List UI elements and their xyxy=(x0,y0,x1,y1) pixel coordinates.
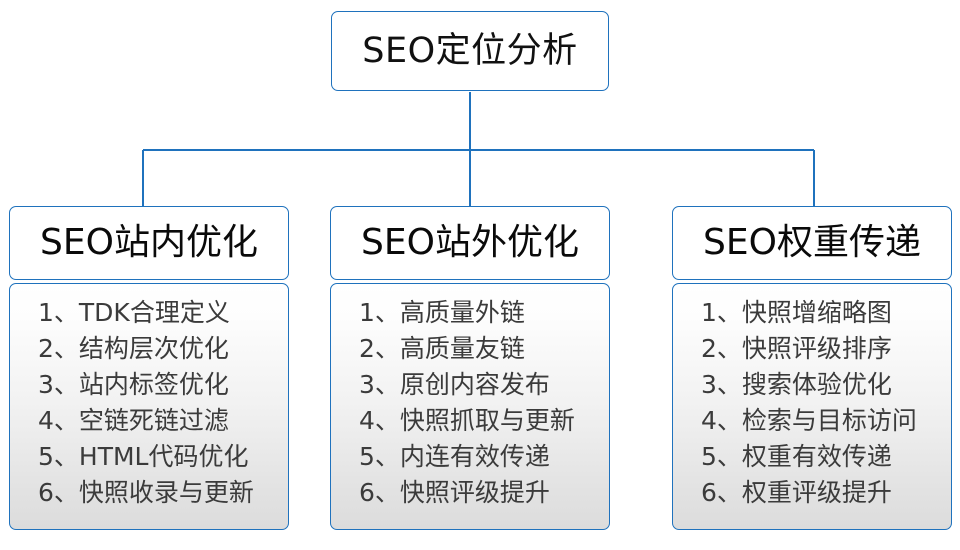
branch-header-on-site[interactable]: SEO站内优化 xyxy=(9,206,289,280)
branch-column-on-site: SEO站内优化 1、TDK合理定义 2、结构层次优化 3、站内标签优化 4、空链… xyxy=(9,206,289,530)
root-node[interactable]: SEO定位分析 xyxy=(331,11,609,91)
list-item-index: 4、 xyxy=(359,406,400,435)
branch-header-weight-transfer[interactable]: SEO权重传递 xyxy=(672,206,952,280)
list-item-text: TDK合理定义 xyxy=(78,298,230,327)
branch-column-off-site: SEO站外优化 1、高质量外链 2、高质量友链 3、原创内容发布 4、快照抓取与… xyxy=(330,206,610,530)
list-item: 6、快照收录与更新 xyxy=(38,475,254,511)
list-item-index: 4、 xyxy=(38,406,79,435)
list-item: 2、高质量友链 xyxy=(359,331,575,367)
list-item-text: HTML代码优化 xyxy=(78,442,249,471)
list-item-index: 2、 xyxy=(359,334,400,363)
branch-list-weight-transfer: 1、快照增缩略图 2、快照评级排序 3、搜索体验优化 4、检索与目标访问 5、权… xyxy=(672,283,952,530)
branch-list-on-site: 1、TDK合理定义 2、结构层次优化 3、站内标签优化 4、空链死链过滤 5、H… xyxy=(9,283,289,530)
list-item-index: 3、 xyxy=(38,370,79,399)
list-item: 3、站内标签优化 xyxy=(38,367,254,403)
list-item: 3、搜索体验优化 xyxy=(701,367,917,403)
list-item: 4、快照抓取与更新 xyxy=(359,403,575,439)
list-item: 2、快照评级排序 xyxy=(701,331,917,367)
branch-header-label: SEO站外优化 xyxy=(361,222,579,263)
list-item-index: 6、 xyxy=(359,478,400,507)
branch-header-off-site[interactable]: SEO站外优化 xyxy=(330,206,610,280)
list-item: 5、HTML代码优化 xyxy=(38,439,254,475)
list-item-text: 快照评级排序 xyxy=(741,334,892,363)
list-item-text: 搜索体验优化 xyxy=(741,370,892,399)
list-item: 6、权重评级提升 xyxy=(701,475,917,511)
list-item: 2、结构层次优化 xyxy=(38,331,254,367)
list-item: 6、快照评级提升 xyxy=(359,475,575,511)
list-item-index: 1、 xyxy=(359,298,400,327)
list-item-text: 空链死链过滤 xyxy=(78,406,229,435)
root-node-label: SEO定位分析 xyxy=(362,30,578,71)
list-item-text: 内连有效传递 xyxy=(399,442,550,471)
list-item-index: 2、 xyxy=(701,334,742,363)
list-item-index: 2、 xyxy=(38,334,79,363)
list-item-index: 6、 xyxy=(701,478,742,507)
list-item: 1、快照增缩略图 xyxy=(701,295,917,331)
list-item-index: 1、 xyxy=(701,298,742,327)
list-item-text: 快照抓取与更新 xyxy=(399,406,575,435)
list-item-text: 权重有效传递 xyxy=(741,442,892,471)
list-item: 4、空链死链过滤 xyxy=(38,403,254,439)
list-item: 5、权重有效传递 xyxy=(701,439,917,475)
list-item-index: 3、 xyxy=(359,370,400,399)
list-item-text: 结构层次优化 xyxy=(78,334,229,363)
list-item-text: 快照收录与更新 xyxy=(78,478,254,507)
list-item-index: 3、 xyxy=(701,370,742,399)
list-item-text: 快照增缩略图 xyxy=(741,298,892,327)
list-item-index: 1、 xyxy=(38,298,79,327)
list-item-index: 5、 xyxy=(359,442,400,471)
branch-header-label: SEO权重传递 xyxy=(703,222,921,263)
list-item-index: 5、 xyxy=(701,442,742,471)
list-item: 4、检索与目标访问 xyxy=(701,403,917,439)
branch-list-off-site: 1、高质量外链 2、高质量友链 3、原创内容发布 4、快照抓取与更新 5、内连有… xyxy=(330,283,610,530)
branch-column-weight-transfer: SEO权重传递 1、快照增缩略图 2、快照评级排序 3、搜索体验优化 4、检索与… xyxy=(672,206,952,530)
list-item: 1、TDK合理定义 xyxy=(38,295,254,331)
list-item-text: 站内标签优化 xyxy=(78,370,229,399)
list-item-index: 5、 xyxy=(38,442,79,471)
list-item-text: 高质量友链 xyxy=(399,334,525,363)
branch-header-label: SEO站内优化 xyxy=(40,222,258,263)
list-item-text: 原创内容发布 xyxy=(399,370,550,399)
list-item: 1、高质量外链 xyxy=(359,295,575,331)
list-item: 5、内连有效传递 xyxy=(359,439,575,475)
list-item-index: 6、 xyxy=(38,478,79,507)
list-item-text: 高质量外链 xyxy=(399,298,525,327)
list-item-text: 权重评级提升 xyxy=(741,478,892,507)
list-item-text: 快照评级提升 xyxy=(399,478,550,507)
list-item-text: 检索与目标访问 xyxy=(741,406,917,435)
list-item: 3、原创内容发布 xyxy=(359,367,575,403)
list-item-index: 4、 xyxy=(701,406,742,435)
